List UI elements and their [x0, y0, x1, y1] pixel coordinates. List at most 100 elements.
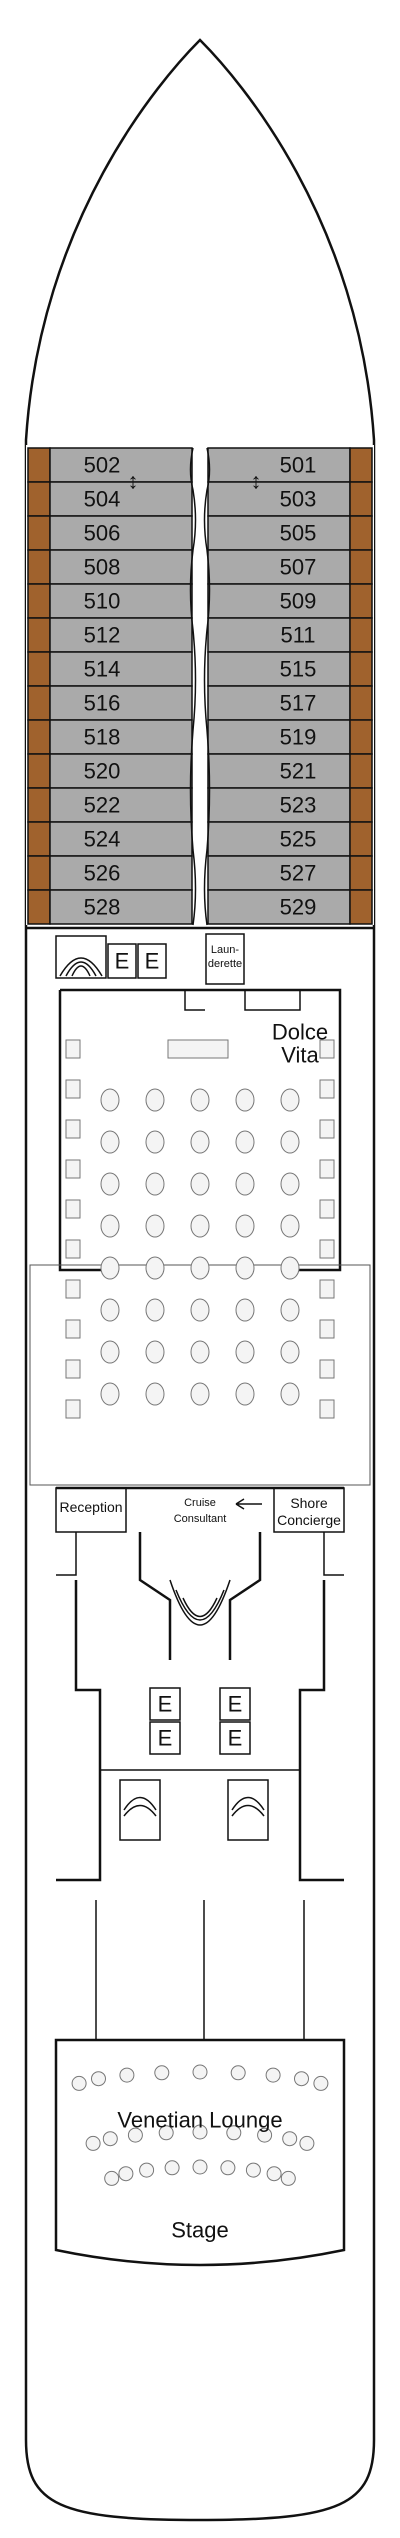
lounge-table	[280, 1130, 300, 1154]
balcony-520	[27, 753, 51, 789]
balcony-519	[349, 719, 373, 755]
lounge-table	[280, 1172, 300, 1196]
elevator-label: E	[145, 949, 160, 974]
cabin-518[interactable]: 518	[27, 719, 193, 755]
cabin-room-529	[207, 889, 351, 925]
cabin-527[interactable]: 527	[207, 855, 373, 891]
reception-label: Reception	[59, 1499, 122, 1515]
cabin-529[interactable]: 529	[207, 889, 373, 925]
theater-seat	[220, 2160, 236, 2176]
cabin-503[interactable]: 503	[207, 481, 373, 517]
lounge-table	[100, 1256, 120, 1280]
cabin-number: 514	[84, 657, 121, 682]
lounge-table	[190, 1214, 210, 1238]
lounge-table	[235, 1382, 255, 1406]
cabin-511[interactable]: 511	[207, 617, 373, 653]
theater-seat	[127, 2127, 143, 2143]
lounge-table	[280, 1088, 300, 1112]
cabin-number: 515	[280, 657, 317, 682]
cabin-516[interactable]: 516	[27, 685, 193, 721]
lounge-chair	[65, 1199, 81, 1219]
balcony-527	[349, 855, 373, 891]
forward-stairs	[55, 935, 107, 979]
lounge-table	[100, 1298, 120, 1322]
elevator-label: E	[228, 1726, 243, 1751]
cabin-515[interactable]: 515	[207, 651, 373, 687]
elevator-label: E	[115, 949, 130, 974]
lounge-table	[145, 1214, 165, 1238]
balcony-509	[349, 583, 373, 619]
balcony-503	[349, 481, 373, 517]
cabin-514[interactable]: 514	[27, 651, 193, 687]
theater-seat	[71, 2075, 87, 2091]
cabin-room-522	[49, 787, 193, 823]
launderette-label-2: derette	[208, 958, 242, 970]
cabin-524[interactable]: 524	[27, 821, 193, 857]
lounge-table	[280, 1256, 300, 1280]
cabin-507[interactable]: 507	[207, 549, 373, 585]
cabin-525[interactable]: 525	[207, 821, 373, 857]
cabin-number: 501	[280, 453, 317, 478]
cabin-528[interactable]: 528	[27, 889, 193, 925]
lounge-chair	[319, 1359, 335, 1379]
lounge-table	[235, 1214, 255, 1238]
lounge-chair	[65, 1279, 81, 1299]
balcony-515	[349, 651, 373, 687]
shore-concierge-label-2: Concierge	[277, 1512, 341, 1528]
lounge-table	[190, 1172, 210, 1196]
cabin-room-506	[49, 515, 193, 551]
cabin-521[interactable]: 521	[207, 753, 373, 789]
cabin-523[interactable]: 523	[207, 787, 373, 823]
lounge-chair	[65, 1319, 81, 1339]
lounge-furniture	[65, 1039, 335, 1419]
cabin-room-505	[207, 515, 351, 551]
cabin-number: 506	[84, 521, 121, 546]
theater-seat	[91, 2071, 106, 2087]
cabin-506[interactable]: 506	[27, 515, 193, 551]
lounge-table	[145, 1298, 165, 1322]
theater-seat	[266, 2166, 282, 2182]
cabin-512[interactable]: 512	[27, 617, 193, 653]
theater-seat	[230, 2065, 246, 2081]
cabin-517[interactable]: 517	[207, 685, 373, 721]
venetian-lounge: Venetian Lounge Stage	[54, 2038, 346, 2267]
lounge-table	[280, 1340, 300, 1364]
balcony-522	[27, 787, 51, 823]
cabin-room-510	[49, 583, 193, 619]
lounge-table	[190, 1340, 210, 1364]
cabin-519[interactable]: 519	[207, 719, 373, 755]
cabin-number: 528	[84, 895, 121, 920]
cabin-522[interactable]: 522	[27, 787, 193, 823]
lounge-table	[145, 1340, 165, 1364]
elevator-label: E	[228, 1692, 243, 1717]
cabin-number: 521	[280, 759, 317, 784]
cabin-room-528	[49, 889, 193, 925]
cabin-502[interactable]: 502	[27, 447, 193, 483]
cabin-505[interactable]: 505	[207, 515, 373, 551]
theater-seat	[226, 2125, 242, 2141]
cabin-504[interactable]: 504	[27, 481, 193, 517]
lounge-chair	[319, 1319, 335, 1339]
launderette-label-1: Laun-	[211, 944, 239, 956]
cabin-526[interactable]: 526	[27, 855, 193, 891]
cabin-509[interactable]: 509	[207, 583, 373, 619]
cabin-room-514	[49, 651, 193, 687]
cabin-number: 517	[280, 691, 317, 716]
central-core: E E E E	[56, 1532, 344, 2040]
cabin-510[interactable]: 510	[27, 583, 193, 619]
lounge-table	[190, 1298, 210, 1322]
cabin-501[interactable]: 501	[207, 447, 373, 483]
forward-elevator-1	[107, 943, 137, 979]
grand-stair-icon	[169, 1579, 231, 1626]
lounge-table	[235, 1088, 255, 1112]
lounge-table	[100, 1340, 120, 1364]
theater-seat	[280, 2170, 296, 2186]
aft-elevator-2	[149, 1721, 181, 1755]
cabin-508[interactable]: 508	[27, 549, 193, 585]
theater-seat	[313, 2075, 329, 2091]
cabin-520[interactable]: 520	[27, 753, 193, 789]
lounge-table	[235, 1256, 255, 1280]
